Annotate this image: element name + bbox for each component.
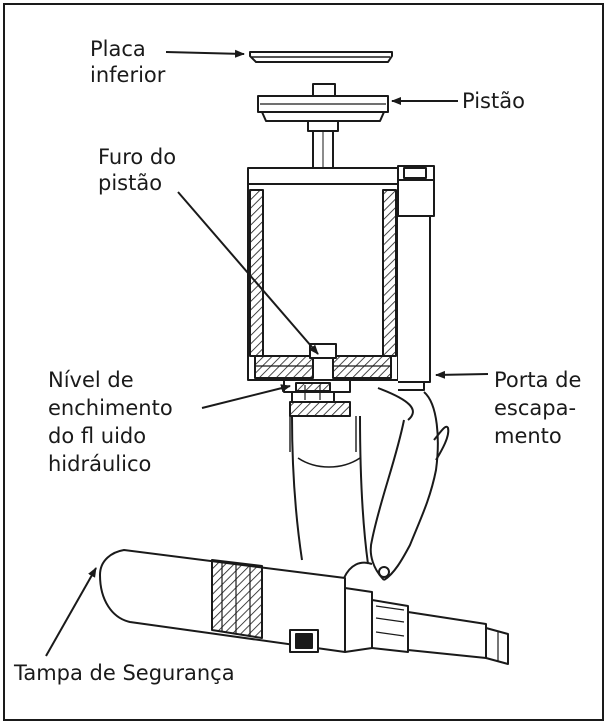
- arrow-placa-inferior: [165, 49, 245, 58]
- label-furo-do-pistao: Furo do pistão: [98, 145, 177, 195]
- arrow-tampa-seguranca: [45, 567, 97, 657]
- arrow-nivel-enchimento: [201, 384, 291, 409]
- reservoir-cylinder: [247, 167, 399, 381]
- handle-grip: [289, 415, 369, 565]
- arrow-porta-escapamento: [435, 370, 489, 379]
- bottom-plate: [249, 51, 393, 63]
- arrow-furo-do-pistao: [177, 191, 319, 355]
- label-porta-escapamento: Porta de escapa- mento: [494, 368, 582, 448]
- label-tampa-seguranca: Tampa de Segurança: [14, 661, 235, 685]
- trigger-lever: [369, 387, 450, 581]
- label-placa-inferior: Placa inferior: [90, 37, 166, 87]
- label-pistao: Pistão: [462, 89, 525, 113]
- side-housing: [397, 165, 435, 391]
- tool-body: [99, 549, 509, 665]
- label-nivel-enchimento: Nível de enchimento do fl uido hidráulic…: [48, 368, 173, 476]
- valve-block: [283, 379, 351, 417]
